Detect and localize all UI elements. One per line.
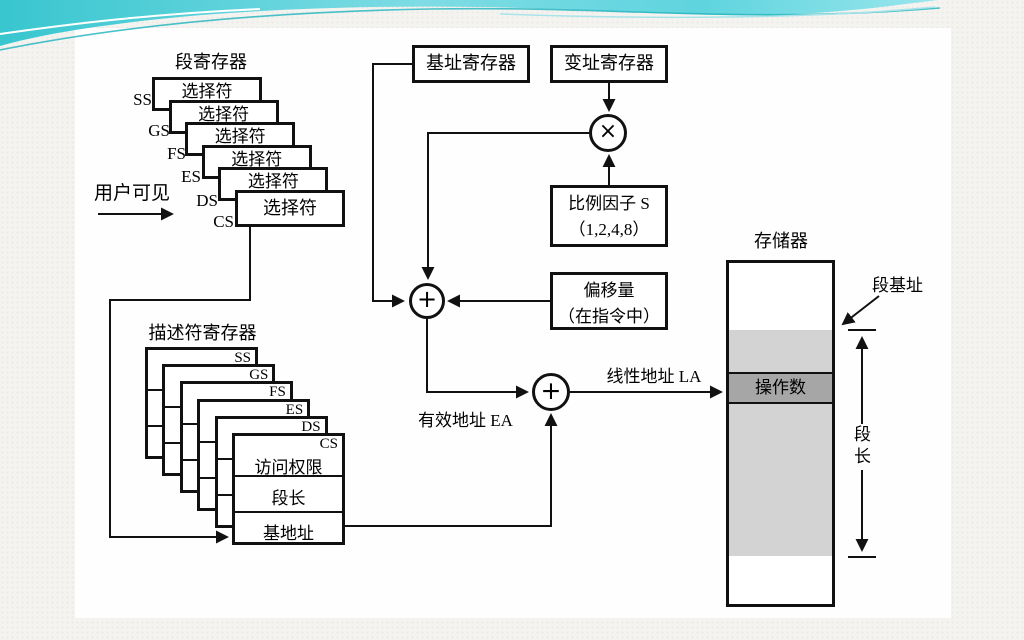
- descriptor-tag-ss: SS: [234, 350, 251, 366]
- selector-label: 选择符: [214, 127, 266, 147]
- access-rights-row: 访问权限: [254, 458, 323, 477]
- descriptor-tag-es: ES: [285, 401, 304, 418]
- scale-factor-box: 比例因子 S （1,2,4,8）: [550, 185, 668, 247]
- memory-segment-region: [729, 330, 832, 556]
- scale-factor-line1: 比例因子 S: [568, 194, 650, 213]
- wave-white-line: [0, 8, 261, 35]
- segment-length-char2: 长: [854, 447, 871, 466]
- base-address-row: 基地址: [263, 524, 314, 543]
- selector-label: 选择符: [263, 198, 317, 218]
- wave-light-line: [499, 6, 936, 19]
- segment-register-name-fs: FS: [167, 144, 186, 163]
- index-register-box: 变址寄存器: [550, 45, 668, 83]
- descriptor-tag-gs: GS: [249, 367, 269, 384]
- operand-band: 操作数: [729, 372, 832, 404]
- segment-length-row: 段长: [271, 489, 306, 508]
- offset-box: 偏移量 （在指令中）: [550, 272, 668, 330]
- multiply-node: ×: [589, 114, 627, 152]
- offset-line2: （在指令中）: [558, 307, 660, 326]
- segment-register-name-cs: CS: [213, 212, 234, 231]
- segment-register-name-ds: DS: [196, 191, 218, 210]
- wave-fill: [0, 0, 938, 46]
- user-visible-label: 用户可见: [94, 183, 171, 204]
- descriptor-tag-cs: CS: [319, 436, 338, 452]
- wave-teal-line: [0, 7, 941, 51]
- descriptor-tag-fs: FS: [269, 384, 286, 401]
- memory-title: 存储器: [754, 231, 808, 251]
- segment-register-name-ss: SS: [133, 90, 152, 109]
- selector-label: 选择符: [247, 172, 299, 192]
- segment-register-name-es: ES: [181, 167, 201, 186]
- scale-factor-line2: （1,2,4,8）: [568, 220, 650, 239]
- memory-block: 操作数: [726, 260, 835, 607]
- descriptor-registers-title: 描述符寄存器: [148, 323, 257, 343]
- selector-box-es: 选择符: [201, 144, 312, 179]
- descriptor-box-cs: CS 访问权限 段长 基地址: [232, 433, 345, 545]
- selector-box-cs: 选择符: [235, 190, 345, 227]
- descriptor-tag-ds: DS: [301, 418, 321, 435]
- wave-ornament: [0, 0, 941, 51]
- offset-line1: 偏移量: [583, 281, 635, 300]
- adder2-node: +: [532, 373, 570, 411]
- segment-length-label: 段 长: [849, 424, 876, 468]
- selector-label: 选择符: [231, 149, 283, 169]
- base-register-box: 基址寄存器: [412, 45, 530, 83]
- segment-length-char1: 段: [854, 425, 871, 444]
- row-divider: [235, 511, 342, 513]
- row-divider: [235, 475, 342, 477]
- segment-register-name-gs: GS: [148, 121, 170, 140]
- linear-address-label: 线性地址 LA: [606, 367, 702, 386]
- segment-base-label: 段基址: [872, 276, 923, 295]
- selector-label: 选择符: [181, 82, 233, 101]
- segment-registers-title: 段寄存器: [175, 52, 247, 72]
- selector-label: 选择符: [198, 104, 250, 124]
- effective-address-label: 有效地址 EA: [418, 411, 513, 430]
- adder1-node: +: [409, 283, 445, 319]
